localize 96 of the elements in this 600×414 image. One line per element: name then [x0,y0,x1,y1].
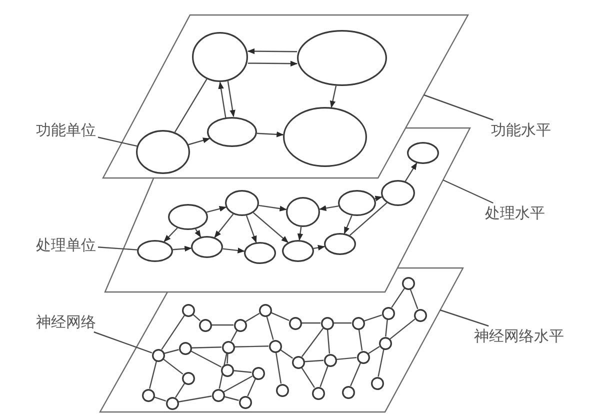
connector-line [164,349,179,354]
unit-ellipse [338,190,376,216]
connector-line [378,349,384,377]
connector-line [326,329,330,354]
connector-line [302,322,320,324]
unit-ellipse [207,117,257,147]
arrow [248,60,298,66]
unit-ellipse [283,107,367,167]
arrow [227,81,236,118]
leader-line [98,246,138,250]
layer-plane [100,268,463,412]
unit-ellipse [137,240,173,262]
leader-line [440,309,489,327]
connector-line [266,316,274,340]
arrow [344,215,352,234]
arrow [206,206,227,213]
leader-line [424,94,494,121]
arrow [319,205,339,211]
arrow [194,228,202,238]
connector-line [234,346,269,348]
connector-line [364,314,382,322]
arrow [172,246,192,252]
connector-line [233,370,252,373]
connector-line [368,346,380,354]
unit-ellipse [324,233,356,255]
connector-line [230,330,238,342]
arrow [164,228,178,242]
arrow [246,215,257,243]
layer-label: 处理单位 [36,238,96,252]
arrow [404,162,418,182]
connector-line [192,314,201,322]
connector-line [223,376,253,392]
connector-line [410,288,418,310]
connector-line [304,360,324,362]
unit-ellipse [191,236,223,258]
layer-label: 神经网络水平 [474,328,564,344]
arrow [297,226,304,241]
connector-line [161,315,185,350]
unit-ellipse [168,204,208,230]
arrow [214,214,234,238]
arrow [256,132,284,138]
connector-line [190,350,222,368]
connector-line [270,312,290,321]
connector-line [301,367,315,388]
leader-line [98,136,138,147]
layer-plane [105,128,470,292]
unit-ellipse [282,240,314,262]
layer-label: 功能单位 [36,122,96,138]
connector-line [350,362,361,386]
layer-label: 功能水平 [491,122,551,138]
connector-line [385,319,388,337]
connector-line [391,288,405,308]
arrow [222,248,245,254]
layer-plane [103,15,468,178]
connector-line [275,352,282,384]
connector-line [191,346,222,348]
arrow [188,138,210,146]
connector-line [218,353,228,389]
connector-line [226,353,228,364]
connector-line [212,324,234,326]
arrow [252,212,289,243]
leader-line [442,179,494,204]
connector-line [336,357,357,360]
connector-line [245,312,260,322]
connector-line [174,78,208,133]
connector-line [154,396,166,402]
arrow [218,82,226,118]
connector-line [162,358,184,375]
connector-line [349,202,388,236]
layer-label: 神经网络 [36,314,96,330]
unit-ellipse [225,190,259,216]
arrow [374,196,382,202]
arrow [313,244,326,250]
connector-line [149,361,157,389]
leader-line [94,331,152,354]
unit-ellipse [192,32,248,82]
connector-line [224,396,239,401]
arrow [258,204,287,212]
arrow [247,48,298,54]
connector-line [301,328,324,358]
unit-ellipse [297,30,387,86]
connector-line [178,396,212,402]
connector-line [320,366,328,388]
arrow [330,86,337,108]
connector-line [247,378,256,396]
unit-ellipse [381,180,415,206]
unit-ellipse [286,197,320,227]
unit-ellipse [136,130,190,174]
unit-ellipse [244,242,276,264]
unit-ellipse [407,142,439,164]
connector-line [280,349,293,359]
connector-line [390,318,416,340]
connector-line [334,322,352,324]
connector-line [175,383,185,398]
layer-label: 处理水平 [485,206,545,220]
connector-line [358,329,363,351]
